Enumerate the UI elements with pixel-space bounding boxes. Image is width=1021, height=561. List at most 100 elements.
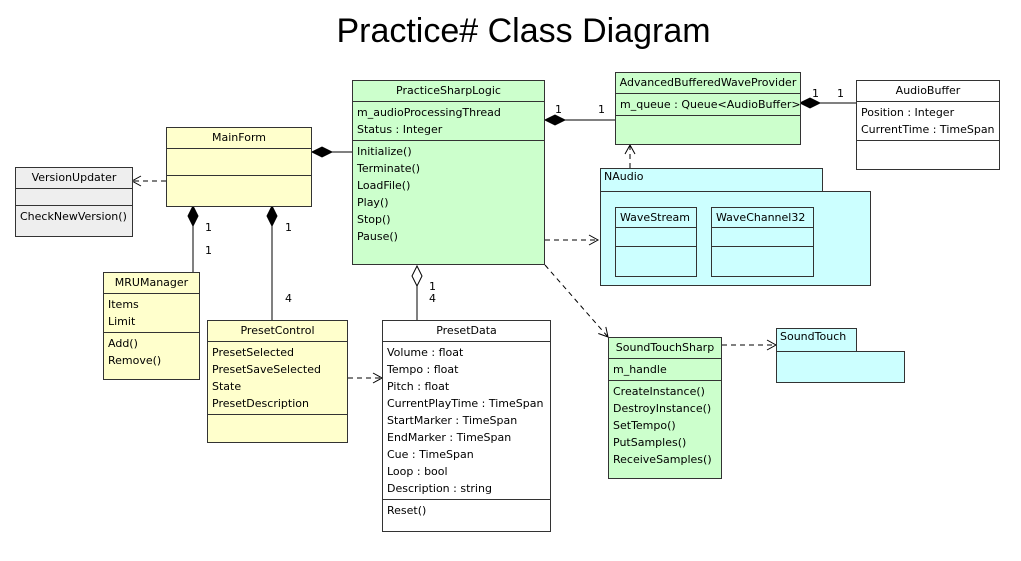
operation: CreateInstance() xyxy=(613,385,705,398)
edge-mainform-presetcontrol xyxy=(266,204,278,320)
composition-diamond xyxy=(310,146,334,158)
attribute: CurrentPlayTime : TimeSpan xyxy=(387,397,544,410)
class-preset-data[interactable]: PresetData Volume : float Tempo : float … xyxy=(382,320,551,532)
attribute: Volume : float xyxy=(387,346,464,359)
edge-mainform-mru xyxy=(187,204,199,272)
aggregation-diamond xyxy=(411,264,423,288)
attribute: Cue : TimeSpan xyxy=(387,448,474,461)
class-name: AdvancedBufferedWaveProvider xyxy=(616,73,800,94)
class-wave-channel-32[interactable]: WaveChannel32 xyxy=(711,207,814,277)
attribute: Limit xyxy=(108,315,136,328)
edge-logic-soundtouchsharp xyxy=(544,264,609,338)
attribute: State xyxy=(212,380,242,393)
operation: LoadFile() xyxy=(357,179,411,192)
attribute: Pitch : float xyxy=(387,380,450,393)
operation: PutSamples() xyxy=(613,436,687,449)
class-name: MRUManager xyxy=(104,273,199,294)
class-audio-buffer[interactable]: AudioBuffer Position : Integer CurrentTi… xyxy=(856,80,1000,170)
class-name: WaveChannel32 xyxy=(712,208,813,228)
operations-section xyxy=(167,176,311,206)
edge-mainform-logic xyxy=(310,146,352,158)
attributes-section xyxy=(167,149,311,176)
multiplicity-label: 1 xyxy=(837,87,844,100)
attribute: PresetSelected xyxy=(212,346,294,359)
multiplicity-label: 4 xyxy=(285,292,292,305)
attribute: m_queue : Queue<AudioBuffer> xyxy=(620,98,801,111)
attributes-section: Position : Integer CurrentTime : TimeSpa… xyxy=(857,102,999,141)
attributes-section: m_handle xyxy=(609,359,721,381)
attributes-section xyxy=(712,228,813,247)
package-body xyxy=(776,351,905,383)
multiplicity-label: 4 xyxy=(429,292,436,305)
operation: Terminate() xyxy=(357,162,421,175)
class-name: PresetControl xyxy=(208,321,347,342)
attributes-section: PresetSelected PresetSaveSelected State … xyxy=(208,342,347,415)
operation: Pause() xyxy=(357,230,398,243)
class-name: PresetData xyxy=(383,321,550,342)
multiplicity-label: 1 xyxy=(205,221,212,234)
attribute: m_audioProcessingThread xyxy=(357,106,501,119)
attributes-section: m_audioProcessingThread Status : Integer xyxy=(353,102,544,141)
attributes-section xyxy=(16,189,132,206)
attribute: m_handle xyxy=(613,363,667,376)
attribute: Items xyxy=(108,298,139,311)
operation: SetTempo() xyxy=(613,419,676,432)
class-name: SoundTouchSharp xyxy=(609,338,721,359)
attribute: PresetDescription xyxy=(212,397,309,410)
attribute: EndMarker : TimeSpan xyxy=(387,431,512,444)
operation: CheckNewVersion() xyxy=(20,210,127,223)
class-name: WaveStream xyxy=(616,208,696,228)
composition-diamond xyxy=(798,97,822,109)
operations-section: Initialize() Terminate() LoadFile() Play… xyxy=(353,141,544,264)
composition-diamond xyxy=(266,204,278,228)
class-sound-touch-sharp[interactable]: SoundTouchSharp m_handle CreateInstance(… xyxy=(608,337,722,479)
operation: Add() xyxy=(108,337,138,350)
multiplicity-label: 1 xyxy=(285,221,292,234)
class-preset-control[interactable]: PresetControl PresetSelected PresetSaveS… xyxy=(207,320,348,443)
operation: ReceiveSamples() xyxy=(613,453,712,466)
edge-logic-abwp xyxy=(543,114,615,126)
operations-section: CreateInstance() DestroyInstance() SetTe… xyxy=(609,381,721,478)
multiplicity-label: 1 xyxy=(205,244,212,257)
multiplicity-label: 1 xyxy=(812,87,819,100)
edge-logic-presetdata xyxy=(411,264,423,320)
class-wave-stream[interactable]: WaveStream xyxy=(615,207,697,277)
attributes-section: Items Limit xyxy=(104,294,199,333)
multiplicity-label: 1 xyxy=(598,103,605,116)
operation: Stop() xyxy=(357,213,391,226)
attribute: Loop : bool xyxy=(387,465,448,478)
class-advanced-buffered-wave-provider[interactable]: AdvancedBufferedWaveProvider m_queue : Q… xyxy=(615,72,801,145)
attribute: Status : Integer xyxy=(357,123,443,136)
class-name: PracticeSharpLogic xyxy=(353,81,544,102)
class-main-form[interactable]: MainForm xyxy=(166,127,312,207)
operation: Remove() xyxy=(108,354,162,367)
class-name: VersionUpdater xyxy=(16,168,132,189)
attributes-section: Volume : float Tempo : float Pitch : flo… xyxy=(383,342,550,500)
class-mru-manager[interactable]: MRUManager Items Limit Add() Remove() xyxy=(103,272,200,380)
attribute: StartMarker : TimeSpan xyxy=(387,414,518,427)
operations-section: Add() Remove() xyxy=(104,333,199,379)
class-name: MainForm xyxy=(167,128,311,149)
operation: DestroyInstance() xyxy=(613,402,712,415)
multiplicity-label: 1 xyxy=(429,280,436,293)
class-version-updater[interactable]: VersionUpdater CheckNewVersion() xyxy=(15,167,133,237)
attribute: Tempo : float xyxy=(387,363,459,376)
class-practice-sharp-logic[interactable]: PracticeSharpLogic m_audioProcessingThre… xyxy=(352,80,545,265)
package-tab: NAudio xyxy=(600,168,823,192)
diagram-title: Practice# Class Diagram xyxy=(336,12,711,50)
operations-section xyxy=(208,415,347,442)
operation: Play() xyxy=(357,196,389,209)
class-name: AudioBuffer xyxy=(857,81,999,102)
operations-section xyxy=(616,116,800,144)
attribute: Description : string xyxy=(387,482,492,495)
edge-abwp-audiobuffer xyxy=(798,97,856,109)
multiplicity-label: 1 xyxy=(555,103,562,116)
operations-section: CheckNewVersion() xyxy=(16,206,132,236)
operation: Reset() xyxy=(387,504,427,517)
attributes-section: m_queue : Queue<AudioBuffer> xyxy=(616,94,801,116)
attributes-section xyxy=(616,228,696,247)
operation: Initialize() xyxy=(357,145,412,158)
operations-section: Reset() xyxy=(383,500,550,531)
attribute: Position : Integer xyxy=(861,106,955,119)
